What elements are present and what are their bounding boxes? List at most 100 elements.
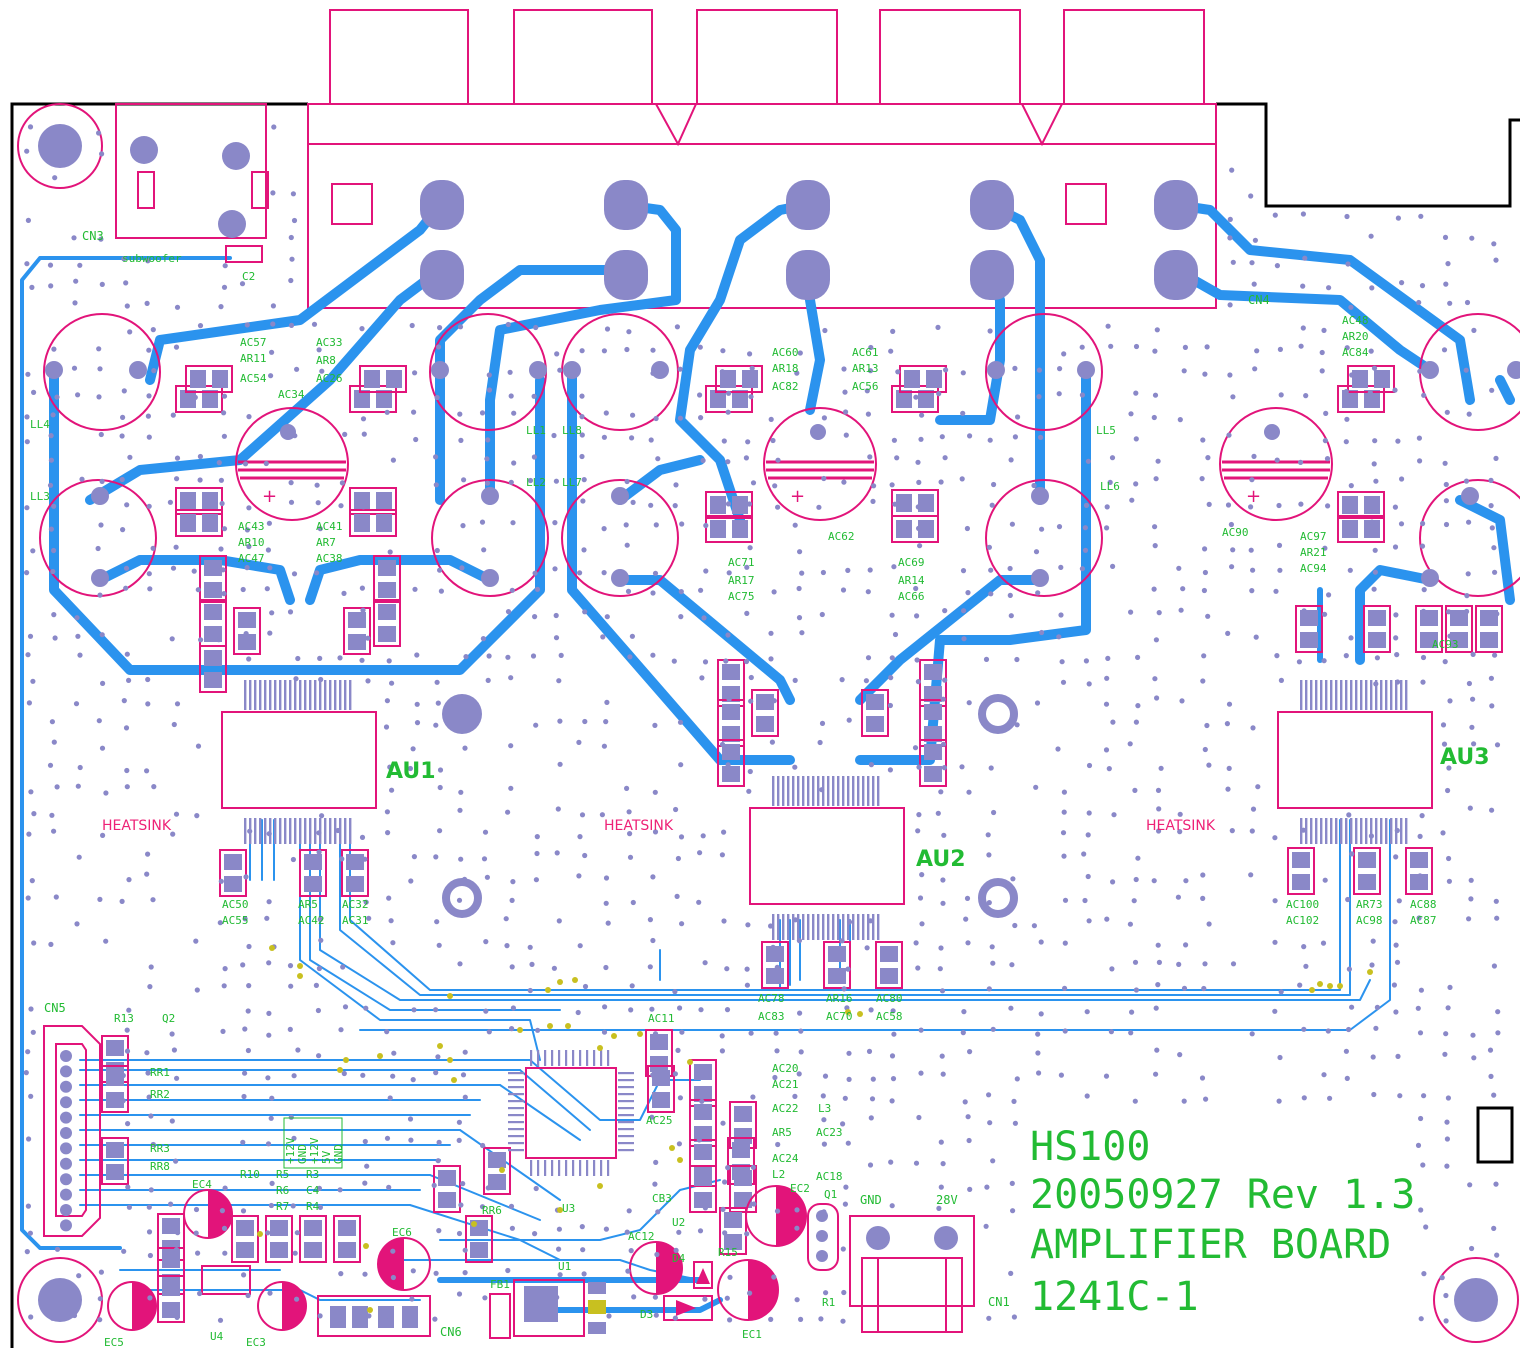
via (1445, 1095, 1451, 1101)
via (408, 878, 414, 884)
part-label: AC22 (772, 1102, 799, 1115)
via (270, 190, 276, 196)
via (480, 636, 486, 642)
via (434, 547, 440, 554)
via (123, 565, 130, 571)
via (1061, 789, 1067, 795)
via (960, 370, 966, 376)
via (917, 895, 924, 901)
via (1110, 879, 1116, 885)
chip-pin (1330, 680, 1333, 710)
via (1230, 547, 1236, 553)
via (698, 587, 704, 593)
via (940, 1071, 946, 1077)
via (386, 658, 392, 664)
via (1399, 476, 1405, 482)
via (219, 1208, 225, 1214)
via (936, 391, 942, 397)
via (867, 567, 873, 573)
part-label: R7 (276, 1200, 289, 1213)
via (124, 1027, 130, 1033)
via (484, 874, 490, 880)
via (245, 1047, 251, 1054)
via (462, 745, 468, 751)
via (1420, 679, 1426, 685)
via (650, 370, 656, 376)
via (483, 939, 489, 945)
via (1226, 432, 1232, 438)
chip-pin (314, 680, 317, 710)
via (1321, 1072, 1327, 1078)
small-electrolytics (107, 1185, 807, 1331)
via (1374, 1004, 1380, 1011)
via (23, 1070, 29, 1076)
cap-label: AR7 (316, 536, 336, 549)
via (48, 457, 55, 463)
via (600, 634, 606, 640)
via (890, 328, 896, 334)
via (1322, 438, 1328, 444)
cap-label: AR11 (240, 352, 267, 365)
via (1039, 629, 1045, 636)
via (770, 944, 776, 951)
via (52, 635, 58, 641)
via (1445, 787, 1451, 794)
via (150, 1141, 156, 1148)
part-label: AC18 (816, 1170, 843, 1183)
cap-label: AC97 (1300, 530, 1327, 543)
ic-pin (530, 1050, 533, 1066)
via (173, 811, 180, 817)
via (1082, 547, 1089, 553)
chip-pin (1390, 818, 1393, 844)
smd-component (899, 365, 947, 393)
via (505, 1267, 511, 1274)
via (1177, 1052, 1183, 1058)
via (1446, 855, 1452, 862)
via (75, 392, 81, 398)
via (1489, 525, 1495, 531)
via (623, 522, 629, 528)
via (1324, 456, 1331, 462)
via (1250, 725, 1256, 731)
via (1326, 592, 1332, 598)
via (822, 1073, 829, 1079)
via (363, 1005, 369, 1011)
via (653, 1159, 659, 1165)
via (581, 1271, 587, 1277)
via (1155, 982, 1161, 988)
via (624, 346, 630, 353)
via (480, 1142, 486, 1149)
via (485, 1185, 491, 1191)
via (577, 834, 583, 840)
via (124, 502, 130, 508)
via (1488, 477, 1494, 483)
via (411, 409, 417, 415)
via (1177, 811, 1183, 817)
via (1469, 235, 1475, 241)
via (988, 765, 994, 771)
via (268, 1202, 274, 1209)
via (751, 1201, 757, 1207)
via (339, 856, 345, 862)
smd-component (705, 385, 753, 413)
smd-component (1405, 847, 1433, 895)
smd-component (265, 1215, 293, 1263)
via (97, 896, 103, 903)
via (1199, 1075, 1206, 1081)
via (29, 878, 35, 884)
part-label: U4 (210, 1330, 224, 1343)
via (147, 984, 153, 990)
via (796, 938, 803, 944)
via (486, 372, 492, 378)
via (31, 940, 37, 946)
smd-component (101, 1137, 129, 1185)
via (437, 325, 443, 331)
via (171, 1047, 177, 1053)
via (1009, 1180, 1015, 1186)
part-label: AC12 (628, 1230, 655, 1243)
chip-pin (334, 680, 337, 710)
via (337, 1187, 343, 1193)
via (197, 323, 204, 329)
pinout-label: GND (332, 1144, 345, 1164)
cap-label: AR8 (316, 354, 336, 367)
